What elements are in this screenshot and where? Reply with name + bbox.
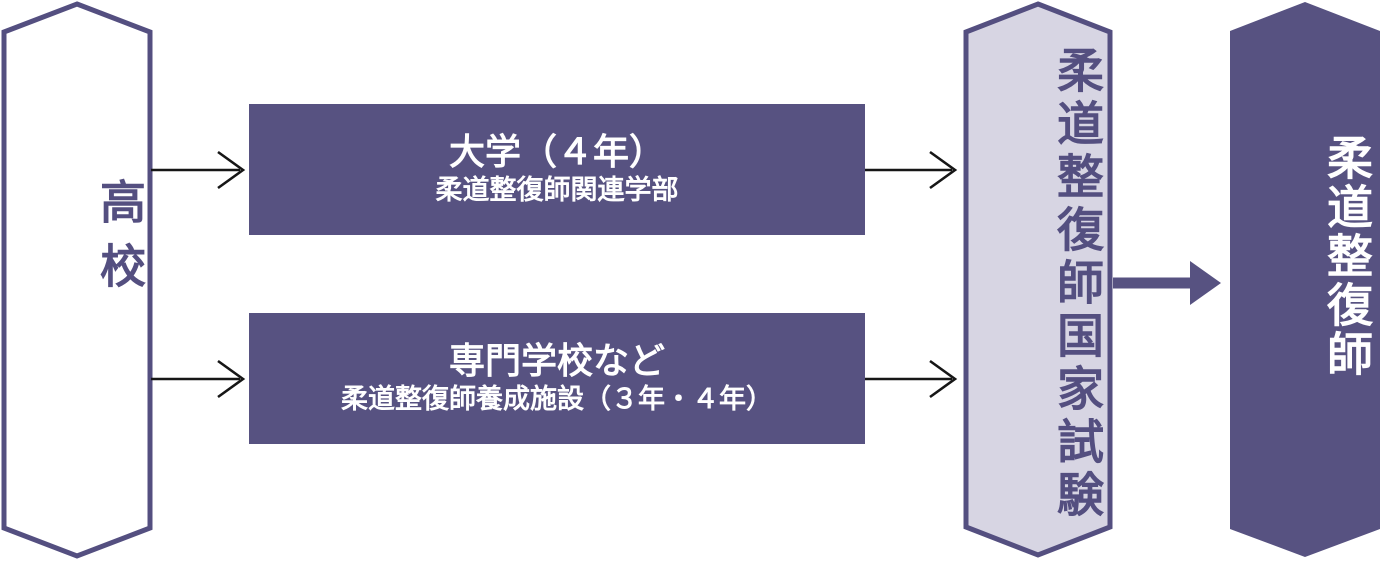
exam-label: 柔道整復師国家試験: [1048, 46, 1103, 523]
arrow-university-to-exam: [865, 150, 958, 190]
exam-hexagon-shape: [963, 1, 1113, 558]
highschool-label: 高校: [93, 178, 147, 306]
arrow-highschool-to-university: [151, 150, 246, 190]
arrow-vocational-to-exam: [865, 359, 958, 399]
highschool-hexagon-shape: [1, 1, 153, 559]
university-title: 大学（４年）: [448, 132, 665, 174]
arrow-exam-to-result: [1113, 261, 1221, 305]
arrow-highschool-to-vocational: [151, 359, 246, 399]
result-hexagon-shape: [1230, 2, 1380, 557]
vocational-subtitle: 柔道整復師養成施設（３年・４年）: [341, 383, 773, 415]
university-box-shape: [249, 104, 865, 235]
result-label: 柔道整復師: [1320, 134, 1374, 379]
vocational-title: 専門学校など: [448, 341, 665, 383]
university-box: 大学（４年） 柔道整復師関連学部: [249, 104, 865, 235]
vocational-box-shape: [249, 313, 865, 444]
university-subtitle: 柔道整復師関連学部: [435, 174, 679, 206]
vocational-box: 専門学校など 柔道整復師養成施設（３年・４年）: [249, 313, 865, 444]
